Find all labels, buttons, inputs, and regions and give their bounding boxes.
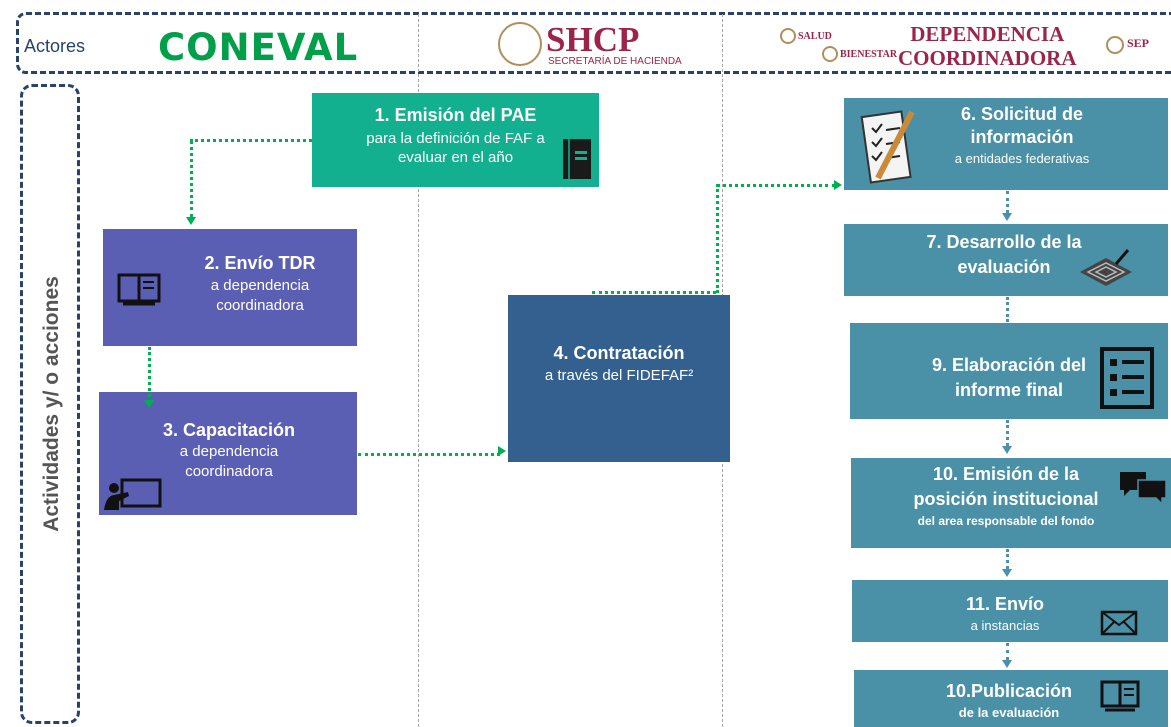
- connector-6-7: [1006, 191, 1009, 213]
- connector-4-6: [592, 291, 716, 294]
- step-12-box: 10.Publicación de la evaluación: [854, 670, 1168, 727]
- book-icon: [563, 139, 591, 179]
- step-6-line1: a entidades federativas: [954, 151, 1090, 166]
- step-3-line1: a dependencia: [179, 443, 279, 460]
- step-3-line2: coordinadora: [185, 463, 273, 480]
- open-book-icon: [1100, 680, 1140, 712]
- connector-4-6: [716, 184, 719, 293]
- step-2-line1: a dependencia: [210, 277, 310, 294]
- step-1-box: 1. Emisión del PAE para la definición de…: [312, 93, 599, 187]
- step-2-line2: coordinadora: [216, 297, 304, 314]
- connector-2-3: [148, 347, 151, 397]
- connector-9-10: [1006, 420, 1009, 446]
- step-10-title-line2: posición institucional: [913, 489, 1099, 509]
- dependencia-line1: DEPENDENCIA: [910, 22, 1065, 46]
- step-1-line1: para la definición de FAF a: [366, 130, 545, 147]
- speech-bubbles-icon: [1120, 472, 1167, 506]
- connector-4-6: [716, 184, 836, 187]
- connector-10-11: [1006, 549, 1009, 569]
- step-10-title-line1: 10. Emisión de la: [932, 464, 1080, 484]
- presentation-icon: [104, 478, 162, 510]
- salud-seal-icon: [780, 28, 796, 44]
- step-3-box: 3. Capacitación a dependencia coordinado…: [99, 392, 357, 515]
- activities-label: Actividades y/ o acciones: [40, 276, 63, 532]
- salud-logo: SALUD: [798, 31, 832, 42]
- step-10-box: 10. Emisión de la posición institucional…: [851, 458, 1171, 548]
- connector-11-12: [1006, 643, 1009, 660]
- connector-1-2: [190, 140, 193, 218]
- arrowhead: [834, 180, 842, 190]
- mexico-seal-icon: [498, 22, 542, 66]
- step-2-title: 2. Envío TDR: [204, 253, 316, 273]
- step-11-title: 11. Envío: [965, 594, 1045, 614]
- step-2-box: 2. Envío TDR a dependencia coordinadora: [103, 229, 357, 346]
- dependencia-coordinadora-logo: DEPENDENCIA COORDINADORA: [898, 22, 1077, 70]
- step-6-title-line1: 6. Solicitud de: [960, 104, 1084, 124]
- step-7-box: 7. Desarrollo de la evaluación: [844, 224, 1168, 296]
- checklist-icon: [860, 110, 915, 184]
- step-6-title-line2: información: [970, 127, 1074, 147]
- envelope-icon: [1100, 610, 1138, 636]
- arrowhead: [186, 217, 196, 225]
- step-6-box: 6. Solicitud de información a entidades …: [844, 98, 1168, 190]
- arrowhead: [1002, 569, 1012, 577]
- step-10-line1: del area responsable del fondo: [917, 514, 1095, 528]
- arrowhead: [1002, 446, 1012, 454]
- step-1-line2: evaluar en el año: [397, 149, 514, 166]
- step-9-title-line2: informe final: [954, 380, 1063, 400]
- step-9-box: 9. Elaboración del informe final: [850, 323, 1168, 419]
- arrowhead: [144, 400, 154, 408]
- shcp-logo: SHCP: [546, 20, 640, 59]
- maze-icon: [1080, 249, 1132, 286]
- step-7-title-line2: evaluación: [957, 257, 1051, 277]
- connector-7-9: [1006, 297, 1009, 322]
- actores-label: Actores: [24, 36, 86, 56]
- arrowhead: [1002, 213, 1012, 221]
- dependencia-line2: COORDINADORA: [898, 46, 1077, 70]
- open-book-icon: [117, 273, 161, 306]
- sep-logo: SEP: [1127, 36, 1150, 50]
- step-7-title-line1: 7. Desarrollo de la: [926, 232, 1082, 252]
- step-12-title: 10.Publicación: [945, 681, 1073, 701]
- connector-3-4: [358, 453, 500, 456]
- activities-side-frame: [20, 84, 80, 724]
- bienestar-seal-icon: [822, 46, 838, 62]
- step-1-title: 1. Emisión del PAE: [374, 105, 537, 125]
- shcp-subtitle: SECRETARÍA DE HACIENDA: [548, 56, 682, 67]
- coneval-logo: CONEVAL: [158, 26, 359, 69]
- arrowhead: [498, 446, 506, 456]
- list-icon: [1100, 347, 1154, 409]
- bienestar-logo: BIENESTAR: [840, 49, 898, 60]
- step-11-line1: a instancias: [970, 618, 1040, 633]
- step-3-title: 3. Capacitación: [162, 420, 296, 440]
- sep-seal-icon: [1106, 36, 1124, 54]
- step-11-box: 11. Envío a instancias: [852, 580, 1168, 642]
- step-4-box: 4. Contratación a través del FIDEFAF²: [508, 295, 730, 462]
- step-12-line1: de la evaluación: [958, 705, 1060, 720]
- step-4-line1: a través del FIDEFAF²: [544, 367, 694, 384]
- arrowhead: [1002, 660, 1012, 668]
- step-4-title: 4. Contratación: [553, 343, 685, 363]
- column-divider: [418, 14, 419, 727]
- step-9-title-line1: 9. Elaboración del: [931, 355, 1087, 375]
- actors-header-frame: [16, 12, 1171, 74]
- connector-1-2: [190, 139, 312, 142]
